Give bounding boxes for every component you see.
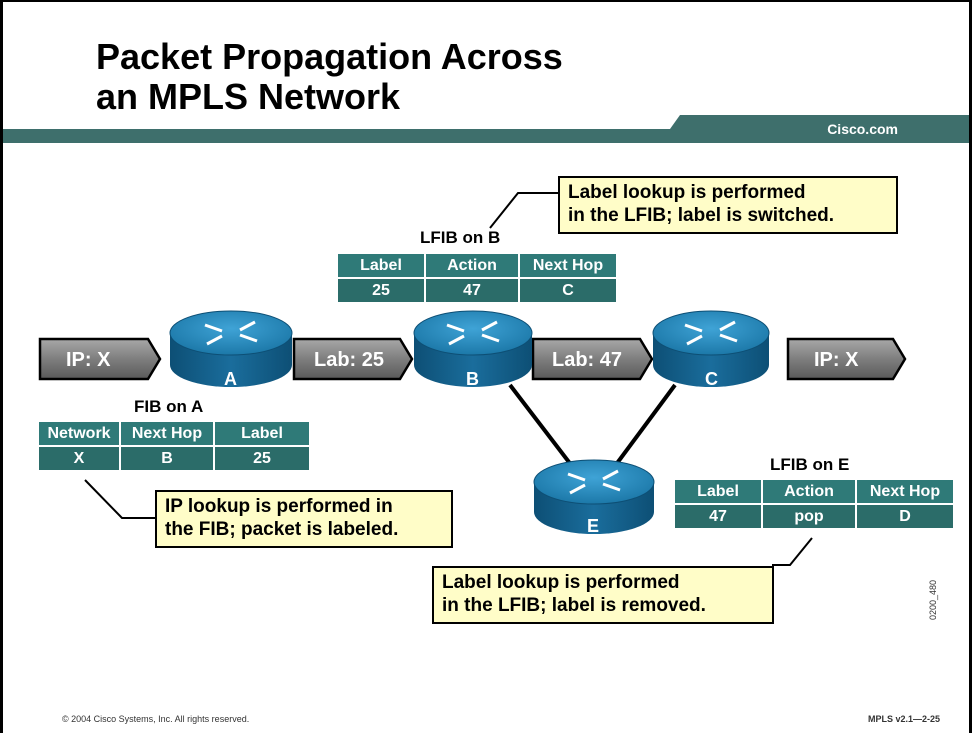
lfib-e-caption: LFIB on E [770,455,850,474]
copyright: © 2004 Cisco Systems, Inc. All rights re… [62,714,250,724]
packet-b-to-c: Lab: 47 [531,337,654,381]
packet-b-to-c-label: Lab: 47 [552,349,622,371]
header-bar [3,115,969,143]
link-b-e [508,383,577,472]
fib-a-header-cell: Label [215,422,309,445]
lfib-b-table: Label Action Next Hop 25 47 C [336,252,618,304]
lfib-e-cell: 47 [675,505,761,528]
packet-left-label: IP: X [66,349,111,371]
callout-switched-line-1: Label lookup is performed [568,182,806,203]
slide-title: Packet Propagation Across an MPLS Networ… [96,37,796,117]
router-c: C [652,310,770,389]
callout-labeled-line-1: IP lookup is performed in [165,496,393,517]
leader-removed [772,537,813,566]
fib-a-header-row: Network Next Hop Label [39,422,309,445]
lfib-e-cell: pop [763,505,855,528]
router-b: B [413,310,533,389]
slide-code: 0200_480 [928,579,938,620]
router-b-label: B [466,369,479,389]
course-page: MPLS v2.1—2-25 [867,714,940,724]
slide-border-right [969,0,972,733]
callout-label-removed: Label lookup is performed in the LFIB; l… [432,566,774,624]
fib-a-table: Network Next Hop Label X B 25 [37,420,311,472]
lfib-b-header-row: Label Action Next Hop [338,254,616,277]
link-c-e [610,383,677,472]
slide-border-top [0,0,972,2]
title-line-1: Packet Propagation Across [96,36,563,77]
router-b-arrows-icon [446,320,500,346]
fib-a-cell: X [39,447,119,470]
fib-a-header-cell: Next Hop [121,422,213,445]
lfib-e-header-cell: Label [675,480,761,503]
router-c-label: C [705,369,718,389]
brand-label: Cisco.com [827,121,898,137]
leader-switched [489,192,560,229]
lfib-b-data-row: 25 47 C [338,279,616,302]
fib-a-cell: 25 [215,447,309,470]
callout-removed-line-2: in the LFIB; label is removed. [442,595,706,616]
callout-labeled-line-2: the FIB; packet is labeled. [165,519,399,540]
packet-right: IP: X [786,337,907,381]
packet-a-to-b: Lab: 25 [292,337,414,381]
leader-labeled [84,479,158,519]
router-e: E [533,459,655,536]
packet-left: IP: X [38,337,162,381]
lfib-b-header-cell: Label [338,254,424,277]
packet-a-to-b-label: Lab: 25 [314,349,384,371]
router-a-label: A [224,369,237,389]
router-e-label: E [587,516,599,536]
slide-border-left [0,0,3,733]
callout-packet-labeled: IP lookup is performed in the FIB; packe… [155,490,453,548]
router-c-arrows-icon [684,320,738,346]
router-a-arrows-icon [204,320,258,346]
callout-switched-line-2: in the LFIB; label is switched. [568,205,835,226]
lfib-b-caption: LFIB on B [420,228,501,247]
fib-a-header-cell: Network [39,422,119,445]
callout-removed-line-1: Label lookup is performed [442,572,680,593]
lfib-b-header-cell: Next Hop [520,254,616,277]
router-links [508,383,677,472]
lfib-e-header-row: Label Action Next Hop [675,480,953,503]
lfib-e-table: Label Action Next Hop 47 pop D [673,478,955,530]
lfib-e-data-row: 47 pop D [675,505,953,528]
router-e-arrows-icon [567,469,621,495]
lfib-b-header-cell: Action [426,254,518,277]
title-line-2: an MPLS Network [96,76,401,117]
fib-a-caption: FIB on A [134,397,204,416]
lfib-e-header-cell: Action [763,480,855,503]
lfib-b-cell: 25 [338,279,424,302]
lfib-b-cell: C [520,279,616,302]
packet-right-label: IP: X [814,349,859,371]
fib-a-cell: B [121,447,213,470]
fib-a-data-row: X B 25 [39,447,309,470]
lfib-e-header-cell: Next Hop [857,480,953,503]
router-a: A [169,310,293,389]
callout-label-switched: Label lookup is performed in the LFIB; l… [558,176,898,234]
lfib-b-cell: 47 [426,279,518,302]
lfib-e-cell: D [857,505,953,528]
